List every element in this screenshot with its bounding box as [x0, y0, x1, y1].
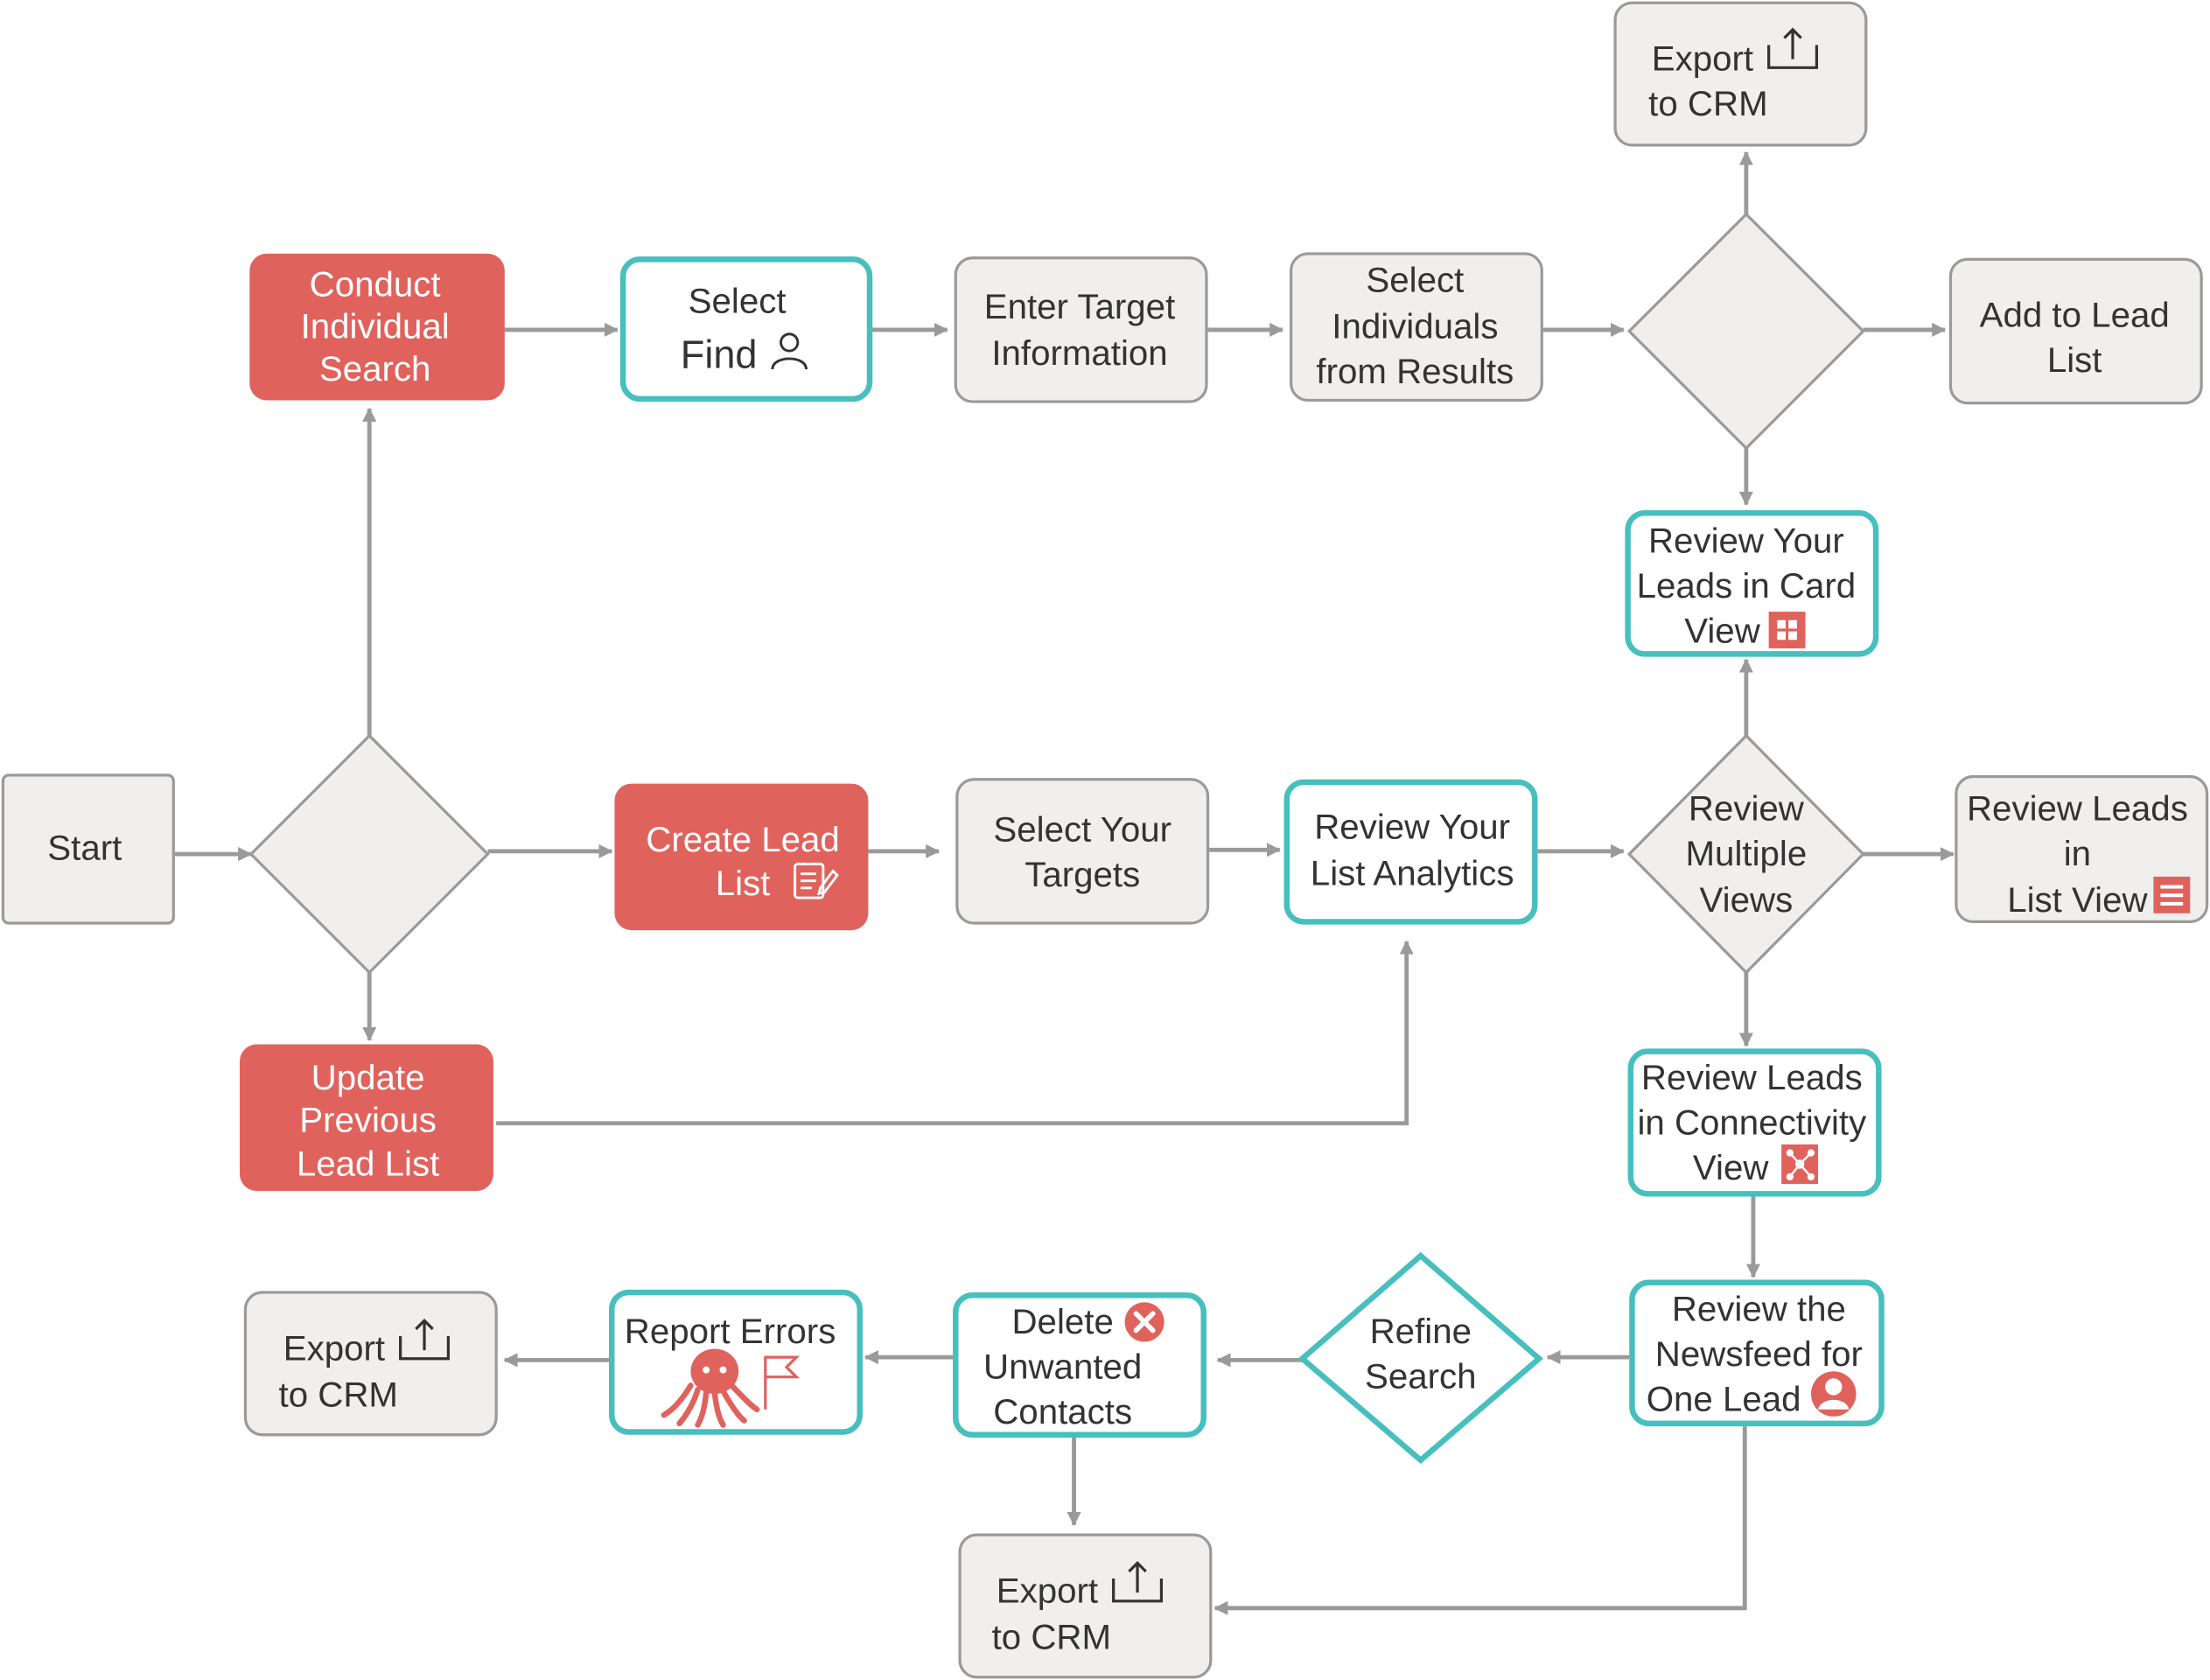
select-find-label-1: Find [681, 332, 758, 376]
node-review-list-view[interactable]: Review Leads in List View [1955, 774, 2209, 924]
select-targets-label-1: Targets [1025, 855, 1140, 894]
node-start-label-0: Start [47, 829, 122, 868]
arrow-update-to-analytics [496, 940, 1414, 1126]
enter-target-label-1: Information [991, 333, 1167, 373]
create-list-label-0: Create Lead [646, 820, 840, 859]
card-view-label-2: View [1684, 611, 1760, 650]
analytics-label-1: List Analytics [1311, 854, 1514, 893]
decision-diamond-main [248, 733, 490, 975]
select-find-label-0: Select [689, 282, 787, 321]
arrow-newsfeed-to-export-bottom [1213, 1426, 1747, 1615]
node-review-multiple-views[interactable]: Review Multiple Views [1626, 733, 1865, 975]
card-view-label-0: Review Your [1648, 521, 1844, 560]
add-lead-label-0: Add to Lead [1980, 296, 2170, 335]
export-bottom-label-1: to CRM [992, 1618, 1111, 1657]
node-review-connectivity-view[interactable]: Review Leads in Connectivity View [1627, 1048, 1882, 1197]
upload-export-icon [399, 1318, 451, 1361]
export-left-label-0: Export [283, 1328, 385, 1368]
newsfeed-label-2: One Lead [1647, 1379, 1801, 1418]
enter-target-label-0: Enter Target [984, 287, 1176, 326]
refine-label-0: Refine [1370, 1312, 1472, 1351]
update-label-0: Update [311, 1058, 425, 1097]
conduct-label-0: Conduct [310, 264, 441, 304]
add-lead-label-1: List [2047, 340, 2102, 380]
node-create-lead-list[interactable]: Create Lead List [614, 783, 869, 931]
export-left-label-1: to CRM [279, 1376, 398, 1415]
decision-diamond-top [1626, 212, 1865, 451]
card-view-label-1: Leads in Card [1637, 566, 1857, 606]
node-export-to-crm-bottom[interactable]: Export to CRM [958, 1533, 1213, 1679]
delete-label-1: Unwanted [983, 1347, 1142, 1386]
node-select-your-targets[interactable]: Select Your Targets [955, 778, 1210, 925]
select-individuals-label-2: from Results [1316, 352, 1514, 391]
notepad-edit-icon [794, 862, 839, 900]
node-review-card-view[interactable]: Review Your Leads in Card View [1625, 510, 1879, 657]
node-review-list-analytics[interactable]: Review Your List Analytics [1283, 779, 1538, 925]
create-list-label-1: List [716, 864, 771, 903]
node-export-to-crm-left[interactable]: Export to CRM [243, 1291, 498, 1437]
delete-x-icon [1124, 1302, 1164, 1342]
node-report-errors[interactable]: Report Errors [609, 1289, 863, 1435]
upload-export-icon [1767, 27, 1819, 69]
node-update-previous-lead-list[interactable]: Update Previous Lead List [240, 1044, 493, 1192]
network-graph-icon [1781, 1144, 1819, 1185]
node-review-newsfeed[interactable]: Review the Newsfeed for One Lead [1629, 1279, 1885, 1427]
update-label-1: Previous [299, 1100, 437, 1139]
node-refine-search[interactable]: Refine Search [1297, 1251, 1544, 1464]
upload-export-icon [1112, 1561, 1164, 1603]
node-conduct-individual-search[interactable]: Conduct Individual Search [249, 253, 505, 401]
node-export-to-crm-top[interactable]: Export to CRM [1613, 1, 1868, 147]
update-label-2: Lead List [297, 1144, 439, 1183]
refine-label-1: Search [1365, 1357, 1477, 1396]
node-enter-target-information[interactable]: Enter Target Information [954, 256, 1208, 403]
node-start[interactable]: Start [1, 774, 175, 925]
user-circle-icon [1810, 1371, 1857, 1417]
delete-label-0: Delete [1011, 1302, 1113, 1341]
conduct-label-2: Search [319, 349, 431, 388]
node-select-individuals[interactable]: Select Individuals from Results [1290, 252, 1543, 402]
flag-icon [764, 1355, 801, 1410]
list-view-label-1: in [2064, 834, 2091, 873]
node-delete-unwanted-contacts[interactable]: Delete Unwanted Contacts [953, 1292, 1206, 1438]
select-individuals-label-1: Individuals [1332, 307, 1498, 346]
multiple-views-label-0: Review [1689, 788, 1805, 828]
connectors [174, 150, 1955, 1615]
node-select-find[interactable]: Select Find [619, 256, 873, 402]
newsfeed-label-0: Review the [1672, 1289, 1846, 1328]
export-top-label-0: Export [1652, 39, 1753, 79]
person-outline-icon [771, 332, 808, 370]
analytics-label-0: Review Your [1314, 807, 1510, 846]
connectivity-label-1: in Connectivity [1637, 1103, 1867, 1143]
multiple-views-label-1: Multiple [1686, 834, 1808, 873]
multiple-views-label-2: Views [1700, 880, 1794, 920]
delete-label-2: Contacts [993, 1392, 1132, 1432]
connectivity-label-2: View [1693, 1148, 1769, 1187]
select-individuals-label-0: Select [1366, 260, 1464, 299]
list-view-icon [2153, 876, 2191, 914]
node-add-to-lead-list[interactable]: Add to Lead List [1948, 257, 2203, 405]
export-top-label-1: to CRM [1648, 84, 1767, 123]
export-bottom-label-0: Export [997, 1571, 1098, 1610]
octopus-mascot-icon [661, 1348, 760, 1428]
select-targets-label-0: Select Your [993, 810, 1171, 850]
grid-view-icon [1768, 612, 1806, 648]
list-view-label-2: List View [2007, 880, 2148, 920]
report-label-0: Report Errors [625, 1312, 836, 1351]
list-view-label-0: Review Leads [1967, 788, 2188, 828]
connectivity-label-0: Review Leads [1641, 1058, 1863, 1097]
newsfeed-label-1: Newsfeed for [1655, 1334, 1863, 1374]
conduct-label-1: Individual [301, 307, 450, 346]
